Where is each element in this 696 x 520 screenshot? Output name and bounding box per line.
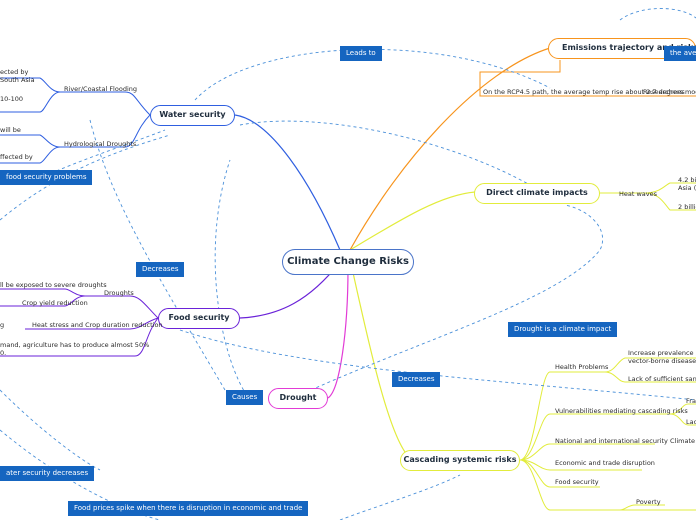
branch-drought[interactable]: Drought <box>268 388 328 409</box>
rel-top-right-loop <box>619 8 696 21</box>
average-tag[interactable]: the ave <box>664 46 696 61</box>
branch-cascading-risks[interactable]: Cascading systemic risks <box>400 450 520 471</box>
crop-yield-label[interactable]: Crop yield reduction <box>22 299 88 307</box>
decreases-tag-1[interactable]: Decreases <box>136 262 185 277</box>
decreases-tag-2[interactable]: Decreases <box>392 372 441 387</box>
food-droughts-label[interactable]: Droughts <box>104 289 134 297</box>
food-security-problems-tag[interactable]: food security problems <box>0 170 93 185</box>
heat-waves-detail-c: 2 billio <box>678 203 696 211</box>
rel-water-direct <box>239 120 531 186</box>
national-security-detail: Climate <box>670 437 696 445</box>
cascading-food-security-label[interactable]: Food security <box>555 478 599 486</box>
branch-direct-impacts[interactable]: Direct climate impacts <box>474 183 600 204</box>
economic-disruption-label[interactable]: Economic and trade disruption <box>555 459 655 467</box>
river-flooding-label[interactable]: River/Coastal Flooding <box>64 85 137 93</box>
branch-cascading-risks-label: Cascading systemic risks <box>403 455 517 464</box>
emissions-subline <box>479 60 696 97</box>
health-detail-c: Lack of sufficient sanita <box>628 375 696 383</box>
emissions-researchers-label[interactable]: Researchers model <box>643 88 696 96</box>
rel-decreases-1 <box>89 119 226 391</box>
hydro-droughts-label[interactable]: Hydrological Droughts <box>64 140 137 148</box>
branch-water-security[interactable]: Water security <box>150 105 235 126</box>
river-detail-b: South Asia <box>0 76 35 84</box>
heat-waves-detail-a: 4.2 bil <box>678 176 696 184</box>
heat-waves-label[interactable]: Heat waves <box>619 190 658 198</box>
food-severe-droughts: ll be exposed to severe droughts <box>0 281 107 289</box>
cascading-branch-line <box>351 267 411 459</box>
direct-subline <box>600 182 696 211</box>
branch-drought-label: Drought <box>279 393 317 402</box>
river-detail-c: 10-100 <box>0 95 24 103</box>
food-prices-tag[interactable]: Food prices spike when there is disrupti… <box>68 501 309 516</box>
rel-decreases-2 <box>179 329 696 401</box>
branch-emissions-label: Emissions trajectory and risks <box>562 43 696 52</box>
poverty-label[interactable]: Poverty <box>636 498 661 506</box>
river-detail-a: ected by <box>0 68 29 76</box>
branch-food-security-label: Food security <box>168 313 230 322</box>
central-topic-label: Climate Change Risks <box>287 256 409 267</box>
water-sublines <box>0 77 151 164</box>
rel-food-prices <box>339 474 461 520</box>
vulnerabilities-detail-a: Fra <box>686 397 696 405</box>
vulnerabilities-detail-b: Lac <box>686 418 696 426</box>
rel-drought-impact <box>299 204 603 396</box>
national-security-label[interactable]: National and international security <box>555 437 668 445</box>
emissions-rcp-label[interactable]: On the RCP4.5 path, the average temp ris… <box>483 88 685 96</box>
rel-food-water <box>39 129 166 179</box>
food-demand-label: mand, agriculture has to produce almost … <box>0 341 150 349</box>
emissions-branch-line <box>349 47 551 251</box>
water-branch-line <box>234 114 341 251</box>
drought-climate-impact-tag[interactable]: Drought is a climate impact <box>508 322 618 337</box>
rel-causes <box>214 159 251 401</box>
health-detail-a: Increase prevalence of c <box>628 349 696 357</box>
cascading-sublines <box>519 357 696 511</box>
causes-tag[interactable]: Causes <box>226 390 264 405</box>
health-problems-label[interactable]: Health Problems <box>555 363 609 371</box>
drought-branch-line <box>327 267 349 399</box>
hydro-detail-a: will be <box>0 126 21 134</box>
vulnerabilities-label[interactable]: Vulnerabilities mediating cascading risk… <box>555 407 688 415</box>
rel-water-decreases <box>0 389 101 471</box>
branch-water-security-label: Water security <box>159 110 226 119</box>
food-g-label: g <box>0 321 5 329</box>
branch-food-security[interactable]: Food security <box>158 308 240 329</box>
direct-branch-line <box>349 191 476 251</box>
heat-waves-detail-b: Asia ( <box>678 184 696 192</box>
health-detail-b: vector-borne diseases <box>628 357 696 365</box>
central-topic[interactable]: Climate Change Risks <box>282 249 414 275</box>
water-security-decreases-tag[interactable]: ater security decreases <box>0 466 95 481</box>
heat-stress-label[interactable]: Heat stress and Crop duration reduction <box>32 321 163 329</box>
food-zero-label: 0. <box>0 349 7 357</box>
branch-direct-impacts-label: Direct climate impacts <box>486 188 588 197</box>
hydro-detail-b: ffected by <box>0 153 33 161</box>
food-sublines <box>0 288 159 357</box>
leads-to-tag[interactable]: Leads to <box>340 46 382 61</box>
